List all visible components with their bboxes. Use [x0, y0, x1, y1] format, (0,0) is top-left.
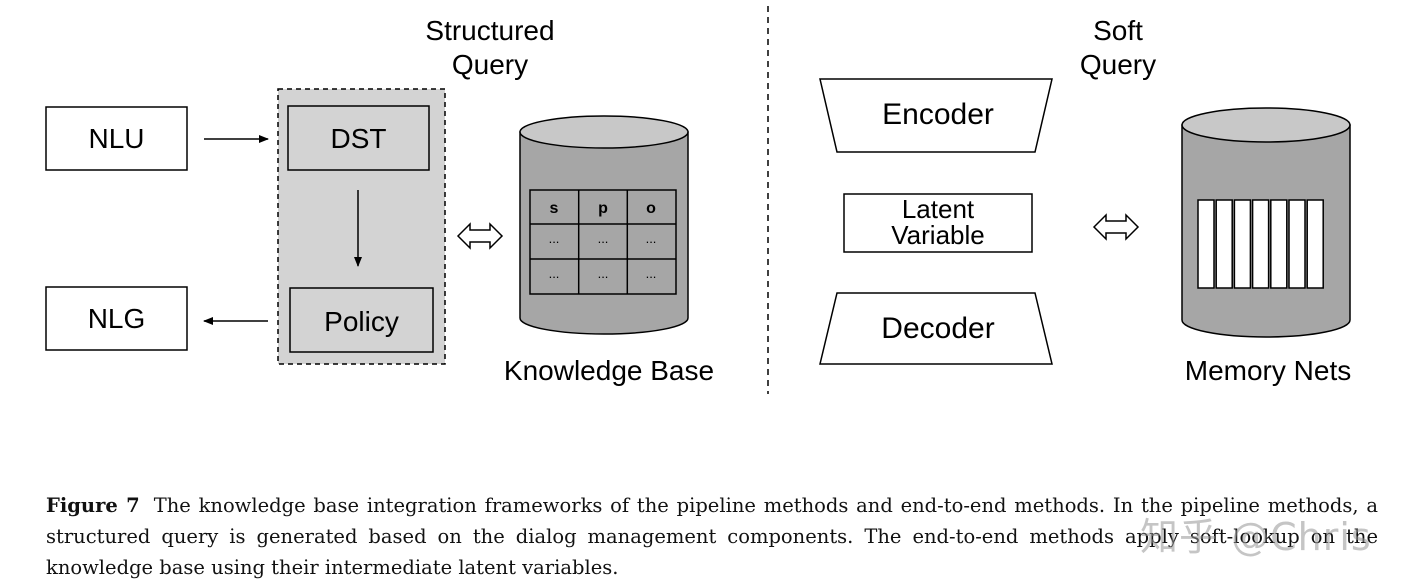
kb-cell: ...	[646, 231, 657, 246]
nlg-label: NLG	[88, 303, 146, 334]
kb-header-p: p	[598, 200, 608, 217]
latent-label-line1: Latent	[902, 194, 975, 224]
double-arrow-left-icon	[456, 222, 504, 250]
soft-query-heading-line2: Query	[1080, 49, 1156, 80]
nlu-label: NLU	[88, 123, 144, 154]
kb-cell: ...	[646, 266, 657, 281]
memory-nets-label: Memory Nets	[1185, 355, 1351, 386]
kb-cell: ...	[598, 231, 609, 246]
policy-box	[289, 287, 434, 353]
memory-slot	[1270, 199, 1288, 289]
memory-slot	[1197, 199, 1215, 289]
memory-slot	[1288, 199, 1306, 289]
kb-cell: ...	[549, 231, 560, 246]
memory-slots	[1197, 199, 1324, 289]
memory-slot	[1215, 199, 1233, 289]
knowledge-base-label: Knowledge Base	[504, 355, 714, 386]
kb-header-s: s	[550, 200, 559, 217]
decoder-label: Decoder	[881, 312, 994, 345]
encoder-label: Encoder	[882, 98, 994, 131]
watermark: 知乎 @Chris	[1140, 515, 1372, 559]
kb-triple-table	[529, 189, 677, 295]
encoder-shape	[819, 78, 1053, 153]
kb-cell: ...	[598, 266, 609, 281]
caption-text: The knowledge base integration framework…	[46, 494, 1378, 579]
dst-label: DST	[331, 123, 387, 154]
diagram-canvas: Structured Query NLU NLG DST Policy s p …	[45, 6, 1351, 394]
decoder-shape	[819, 292, 1053, 365]
memory-slot	[1306, 199, 1324, 289]
figure-label: Figure 7	[46, 494, 140, 517]
memory-slot	[1251, 199, 1270, 289]
dst-box	[287, 105, 430, 171]
memory-slot	[1233, 199, 1252, 289]
structured-query-heading-line2: Query	[452, 49, 528, 80]
kb-header-o: o	[646, 200, 656, 217]
kb-cell: ...	[549, 266, 560, 281]
structured-query-heading-line1: Structured	[425, 15, 554, 46]
latent-label-line2: Variable	[891, 220, 984, 250]
double-arrow-right-icon	[1092, 213, 1140, 241]
nlg-box	[45, 286, 188, 351]
policy-label: Policy	[324, 306, 399, 337]
soft-query-heading-line1: Soft	[1093, 15, 1143, 46]
nlu-box	[45, 106, 188, 171]
latent-variable-box	[843, 193, 1033, 253]
